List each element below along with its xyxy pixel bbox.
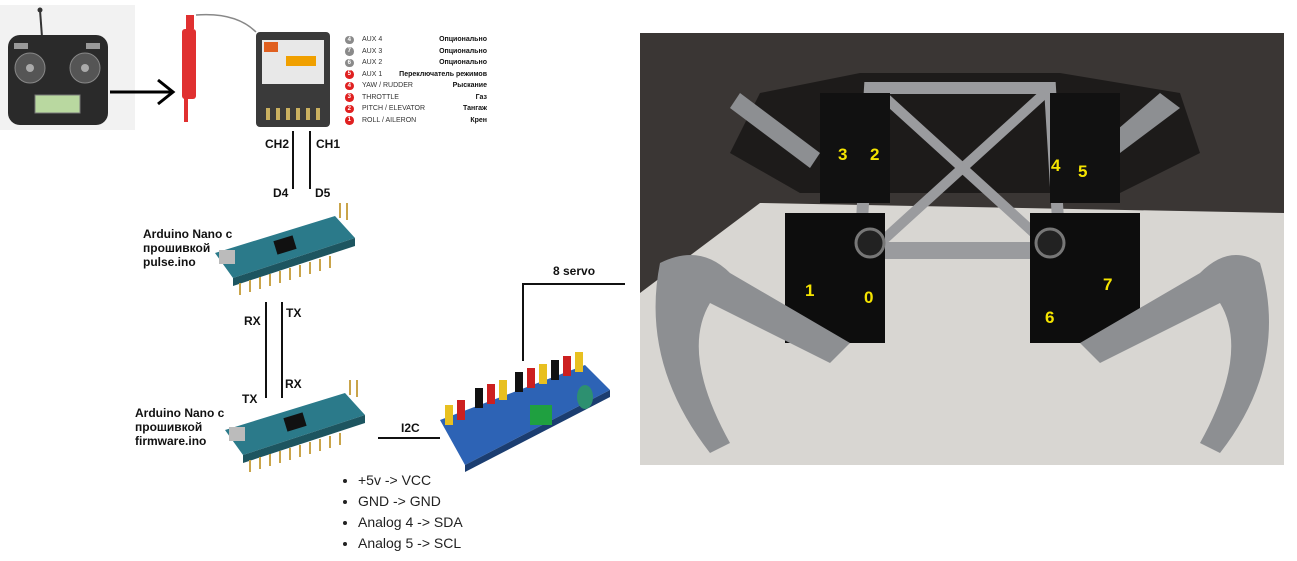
channel-function: Крен xyxy=(470,116,487,124)
list-item: Analog 5 -> SCL xyxy=(358,533,463,554)
nano1-caption-line3: pulse.ino xyxy=(143,255,196,269)
legend-row: 4 YAW / RUDDER Рыскание xyxy=(345,80,487,92)
label-tx-top: TX xyxy=(286,306,302,320)
robot-illustration xyxy=(640,33,1284,465)
legend-row: 6 AUX 2 Опционально xyxy=(345,57,487,69)
list-item: GND -> GND xyxy=(358,491,463,512)
label-tx-bottom: TX xyxy=(242,392,258,406)
label-rx-bottom: RX xyxy=(285,377,302,391)
channel-function: Рыскание xyxy=(452,82,487,89)
servo-number-2: 2 xyxy=(870,145,880,164)
arduino-nano-firmware-image xyxy=(225,380,365,472)
legend-row: 2 PITCH / ELEVATOR Тангаж xyxy=(345,103,487,115)
list-item: Analog 4 -> SDA xyxy=(358,512,463,533)
nano1-caption: Arduino Nano с прошивкой pulse.ino xyxy=(143,227,232,269)
channel-number-badge: 7 xyxy=(345,47,354,56)
channel-name: AUX 1 xyxy=(362,70,383,78)
label-d4: D4 xyxy=(273,186,289,200)
wire-tx-rx xyxy=(281,302,283,398)
receiver-channel-legend: 4 AUX 4 Опционально 7 AUX 3 Опционально 6 AUX 2… xyxy=(345,34,487,126)
legend-row: 3 THROTTLE Газ xyxy=(345,92,487,104)
channel-number-badge: 4 xyxy=(345,35,354,44)
channel-number-badge: 5 xyxy=(345,70,354,79)
channel-number-badge: 6 xyxy=(345,58,354,67)
channel-number-badge: 1 xyxy=(345,116,354,125)
wire-servo-horizontal xyxy=(522,283,625,285)
legend-row: 7 AUX 3 Опционально xyxy=(345,46,487,58)
nano2-caption-line2: прошивкой xyxy=(135,420,203,434)
channel-function: Опционально xyxy=(439,47,487,55)
channel-name: AUX 2 xyxy=(362,59,383,66)
label-d5: D5 xyxy=(315,186,331,200)
rc-receiver-image xyxy=(182,13,330,127)
channel-function: Опционально xyxy=(439,36,487,43)
wire-ch1-d5 xyxy=(309,131,311,189)
servo-number-7: 7 xyxy=(1103,275,1113,294)
i2c-pin-list: +5v -> VCC GND -> GND Analog 4 -> SDA An… xyxy=(340,470,463,554)
channel-name: THROTTLE xyxy=(362,93,399,101)
channel-name: ROLL / AILERON xyxy=(362,116,417,124)
servo-number-4: 4 xyxy=(1051,156,1061,175)
label-i2c: I2C xyxy=(401,421,420,435)
channel-function: Опционально xyxy=(439,59,487,66)
label-8-servo: 8 servo xyxy=(553,264,596,278)
legend-row: 4 AUX 4 Опционально xyxy=(345,34,487,46)
channel-function: Газ xyxy=(475,93,487,101)
channel-number-badge: 3 xyxy=(345,93,354,102)
wire-rx-tx xyxy=(265,302,267,398)
channel-number-badge: 2 xyxy=(345,104,354,113)
legend-row: 1 ROLL / AILERON Крен xyxy=(345,115,487,127)
servo-number-0: 0 xyxy=(864,288,874,307)
channel-function: Тангаж xyxy=(463,105,487,112)
quadruped-robot-photo: 3 2 4 5 1 0 6 7 xyxy=(640,33,1284,465)
servo-number-6: 6 xyxy=(1045,308,1055,327)
nano1-caption-line1: Arduino Nano с xyxy=(143,227,233,241)
label-rx-top: RX xyxy=(244,314,261,328)
servo-number-5: 5 xyxy=(1078,162,1088,181)
wire-i2c xyxy=(378,437,440,439)
nano2-caption: Arduino Nano с прошивкой firmware.ino xyxy=(135,406,224,448)
arduino-nano-pulse-image xyxy=(215,203,355,295)
nano1-caption-line2: прошивкой xyxy=(143,241,211,255)
legend-row: 5 AUX 1 Переключатель режимов xyxy=(345,69,487,81)
channel-name: AUX 3 xyxy=(362,47,383,55)
wire-ch2-d4 xyxy=(292,131,294,189)
label-ch2: CH2 xyxy=(265,137,290,151)
wire-servo-vertical xyxy=(522,283,524,361)
servo-number-3: 3 xyxy=(838,145,848,164)
servo-number-1: 1 xyxy=(805,281,815,300)
channel-number-badge: 4 xyxy=(345,81,354,90)
label-ch1: CH1 xyxy=(316,137,341,151)
nano2-caption-line1: Arduino Nano с xyxy=(135,406,225,420)
channel-function: Переключатель режимов xyxy=(399,70,487,78)
pwm-servo-driver-image xyxy=(440,352,610,472)
arrow-right-icon xyxy=(110,78,176,106)
channel-name: YAW / RUDDER xyxy=(362,82,413,89)
nano2-caption-line3: firmware.ino xyxy=(135,434,207,448)
channel-name: PITCH / ELEVATOR xyxy=(362,105,426,112)
channel-name: AUX 4 xyxy=(362,36,383,43)
list-item: +5v -> VCC xyxy=(358,470,463,491)
rc-transmitter-image xyxy=(0,5,135,130)
